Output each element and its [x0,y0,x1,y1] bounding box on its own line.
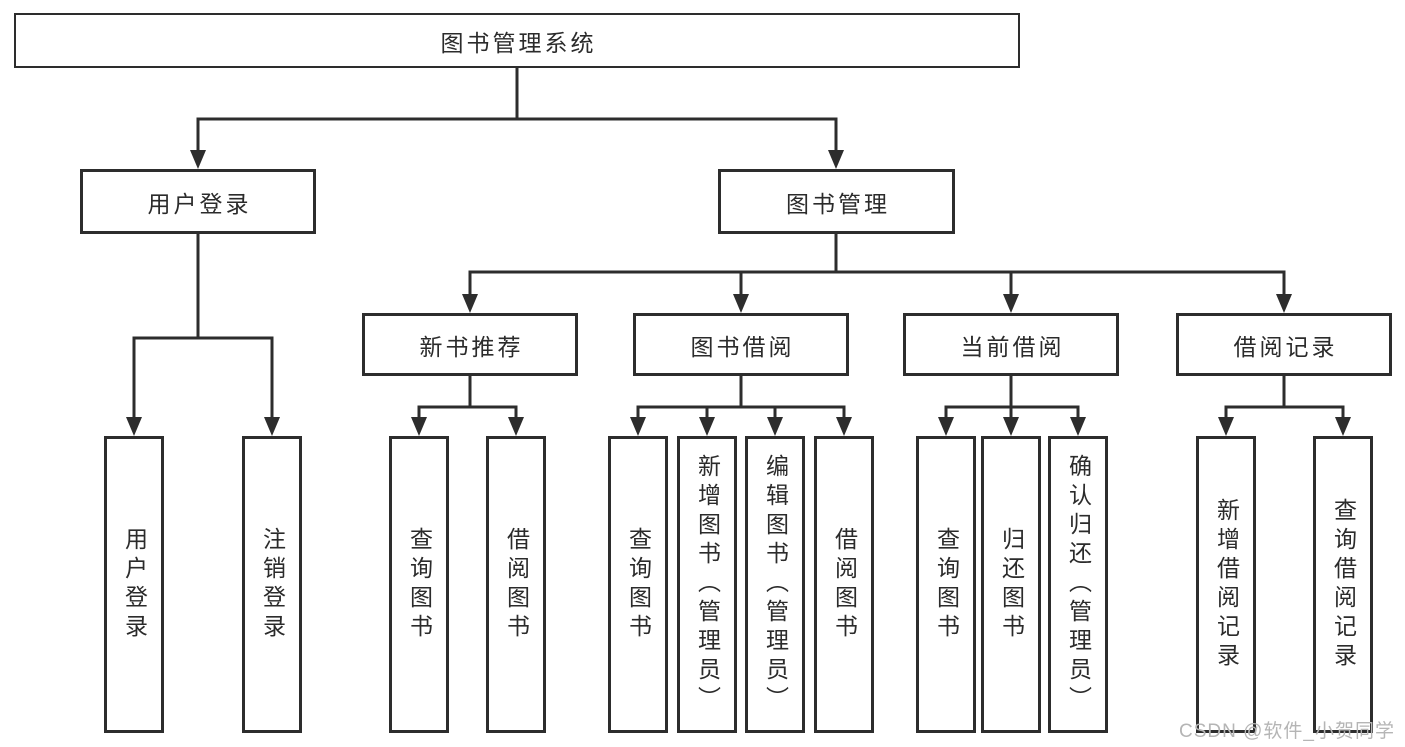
leaf-borrow-books-newbook: 借阅图书 [486,436,546,733]
connector-newbook-to-leaves [417,376,518,419]
leaf-borrow-books-borrow: 借阅图书 [814,436,874,733]
leaf-query-borrow-record: 查询借阅记录 [1313,436,1373,733]
leaf-query-books-newbook: 查询图书 [389,436,449,733]
leaf-add-borrow-record: 新增借阅记录 [1196,436,1256,733]
node-library-management-system: 图书管理系统 [14,13,1020,68]
arrowheads-currentborrow-to-leaves [938,417,1086,436]
leaf-logout: 注销登录 [242,436,302,733]
node-book-borrowing: 图书借阅 [633,313,849,376]
leaf-return-book: 归还图书 [981,436,1041,733]
connector-currentborrow-to-leaves [944,376,1080,419]
leaf-query-books-current: 查询图书 [916,436,976,733]
connector-management-to-level3 [468,234,1286,295]
connector-bookborrow-to-leaves [636,376,846,419]
connector-root-to-level2 [196,68,838,151]
connector-login-to-leaves [132,234,274,419]
arrowheads-management-to-level3 [462,294,1292,313]
leaf-user-login: 用户登录 [104,436,164,733]
arrowheads-records-to-leaves [1218,417,1351,436]
node-borrowing-records: 借阅记录 [1176,313,1392,376]
csdn-watermark: CSDN @软件_小贺同学 [1179,721,1395,742]
node-current-borrowing: 当前借阅 [903,313,1119,376]
node-book-management: 图书管理 [718,169,955,234]
connector-records-to-leaves [1224,376,1345,419]
arrowheads-login-to-leaves [126,417,280,436]
arrowheads-bookborrow-to-leaves [630,417,852,436]
arrowheads-newbook-to-leaves [411,417,524,436]
node-new-book-recommendation: 新书推荐 [362,313,578,376]
leaf-add-book-admin: 新增图书（管理员） [677,436,737,733]
arrowheads-root-to-level2 [190,150,844,169]
leaf-edit-book-admin: 编辑图书（管理员） [745,436,805,733]
node-user-login: 用户登录 [80,169,316,234]
leaf-query-books-borrow: 查询图书 [608,436,668,733]
leaf-confirm-return-admin: 确认归还（管理员） [1048,436,1108,733]
